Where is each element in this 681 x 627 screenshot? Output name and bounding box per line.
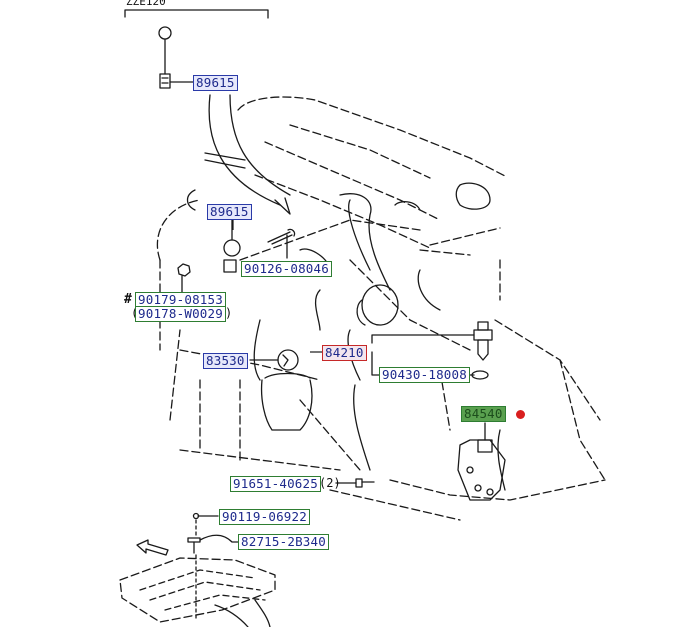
harness-clamp — [187, 534, 239, 554]
part-label-91651-40625[interactable]: 91651-40625 — [230, 476, 321, 492]
engine-cover — [119, 554, 276, 627]
bracket-close: ) — [225, 306, 233, 320]
oxygen-sensor-upper — [158, 26, 194, 89]
temperature-switch — [371, 321, 493, 380]
note-marker-hash: # — [124, 292, 132, 307]
oil-pressure-switch — [249, 349, 299, 371]
front-arrow-icon — [136, 539, 169, 556]
part-label-89615-upper[interactable]: 89615 — [193, 75, 238, 91]
part-label-90178-W0029[interactable]: 90178-W0029 — [135, 306, 226, 322]
oxygen-sensor-lower — [223, 217, 241, 273]
nut — [177, 263, 191, 294]
part-label-84540[interactable]: 84540 — [461, 406, 506, 422]
bolt — [335, 478, 375, 488]
part-label-90430-18008[interactable]: 90430-18008 — [379, 367, 470, 383]
part-label-82715-2B340[interactable]: 82715-2B340 — [238, 534, 329, 550]
selected-part-indicator — [516, 410, 525, 419]
stud-bolt — [267, 228, 296, 259]
part-label-90119-06922[interactable]: 90119-06922 — [219, 509, 310, 525]
screw — [192, 512, 219, 538]
part-label-89615-lower[interactable]: 89615 — [207, 204, 252, 220]
part-label-83530[interactable]: 83530 — [203, 353, 248, 369]
part-label-84210[interactable]: 84210 — [322, 345, 367, 361]
neutral-start-switch — [457, 422, 506, 501]
part-label-90126-08046[interactable]: 90126-08046 — [241, 261, 332, 277]
bracket-open: ( — [131, 306, 138, 320]
leader-lines — [232, 219, 322, 353]
quantity-label: (2) — [319, 476, 341, 490]
engine-features — [186, 94, 506, 491]
model-group-label: ZZE120 — [126, 0, 166, 8]
model-group-bracket — [124, 9, 269, 19]
